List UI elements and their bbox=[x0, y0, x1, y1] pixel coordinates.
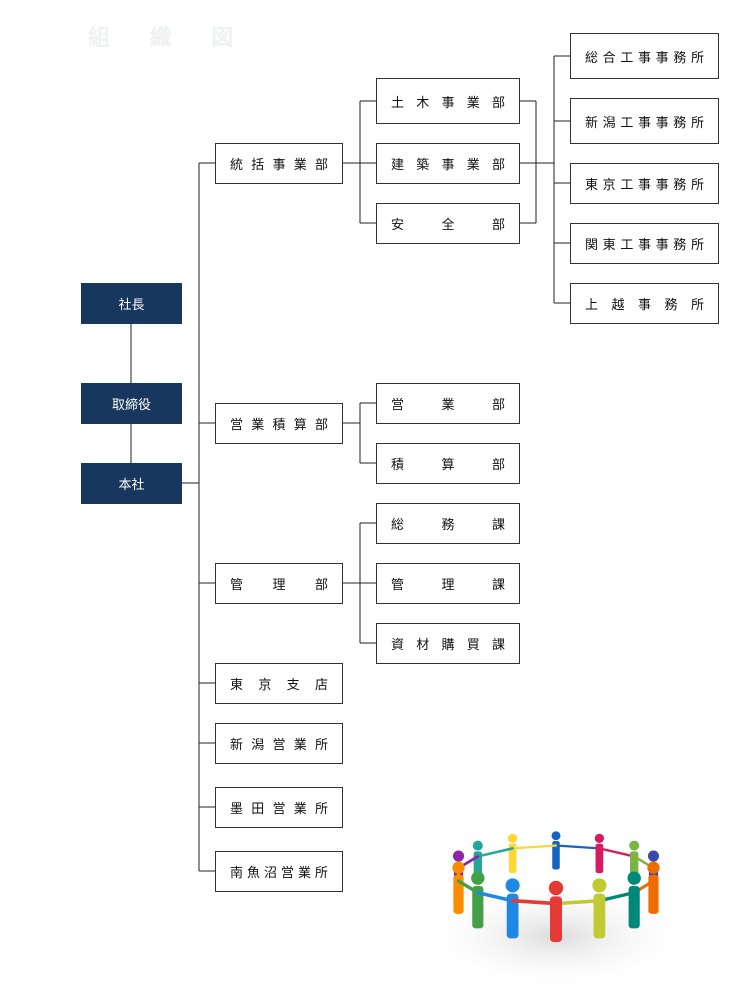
person-figure bbox=[507, 833, 558, 874]
branch-box: 墨田営業所 bbox=[215, 787, 343, 828]
office-box: 東京工事事務所 bbox=[570, 163, 719, 204]
department-box: 営業部 bbox=[376, 383, 520, 424]
person-figure bbox=[551, 831, 601, 870]
department-box: 総務課 bbox=[376, 503, 520, 544]
directors-box: 取締役 bbox=[81, 383, 182, 424]
branch-box: 南魚沼営業所 bbox=[215, 851, 343, 892]
department-box: 建築事業部 bbox=[376, 143, 520, 184]
branch-box: 東京支店 bbox=[215, 663, 343, 704]
office-box: 総合工事事務所 bbox=[570, 33, 719, 79]
office-box: 関東工事事務所 bbox=[570, 223, 719, 264]
head-office-box: 本社 bbox=[81, 463, 182, 504]
people-circle-illustration bbox=[416, 831, 696, 991]
department-box: 安全部 bbox=[376, 203, 520, 244]
sales-division-box: 営業積算部 bbox=[215, 403, 343, 444]
department-box: 資材購買課 bbox=[376, 623, 520, 664]
department-box: 土木事業部 bbox=[376, 78, 520, 124]
person-figure bbox=[452, 861, 465, 914]
person-figure bbox=[456, 871, 485, 929]
page-title: 組 織 図 bbox=[88, 26, 250, 51]
branch-box: 新潟営業所 bbox=[215, 723, 343, 764]
office-box: 上越事務所 bbox=[570, 283, 719, 324]
person-figure bbox=[510, 880, 564, 942]
person-figure bbox=[476, 878, 520, 939]
general-division-box: 統括事業部 bbox=[215, 143, 343, 184]
person-figure bbox=[554, 878, 607, 939]
office-box: 新潟工事事務所 bbox=[570, 98, 719, 144]
department-box: 積算部 bbox=[376, 443, 520, 484]
president-box: 社長 bbox=[81, 283, 182, 324]
department-box: 管理課 bbox=[376, 563, 520, 604]
person-figure bbox=[594, 833, 636, 874]
admin-division-box: 管理部 bbox=[215, 563, 343, 604]
